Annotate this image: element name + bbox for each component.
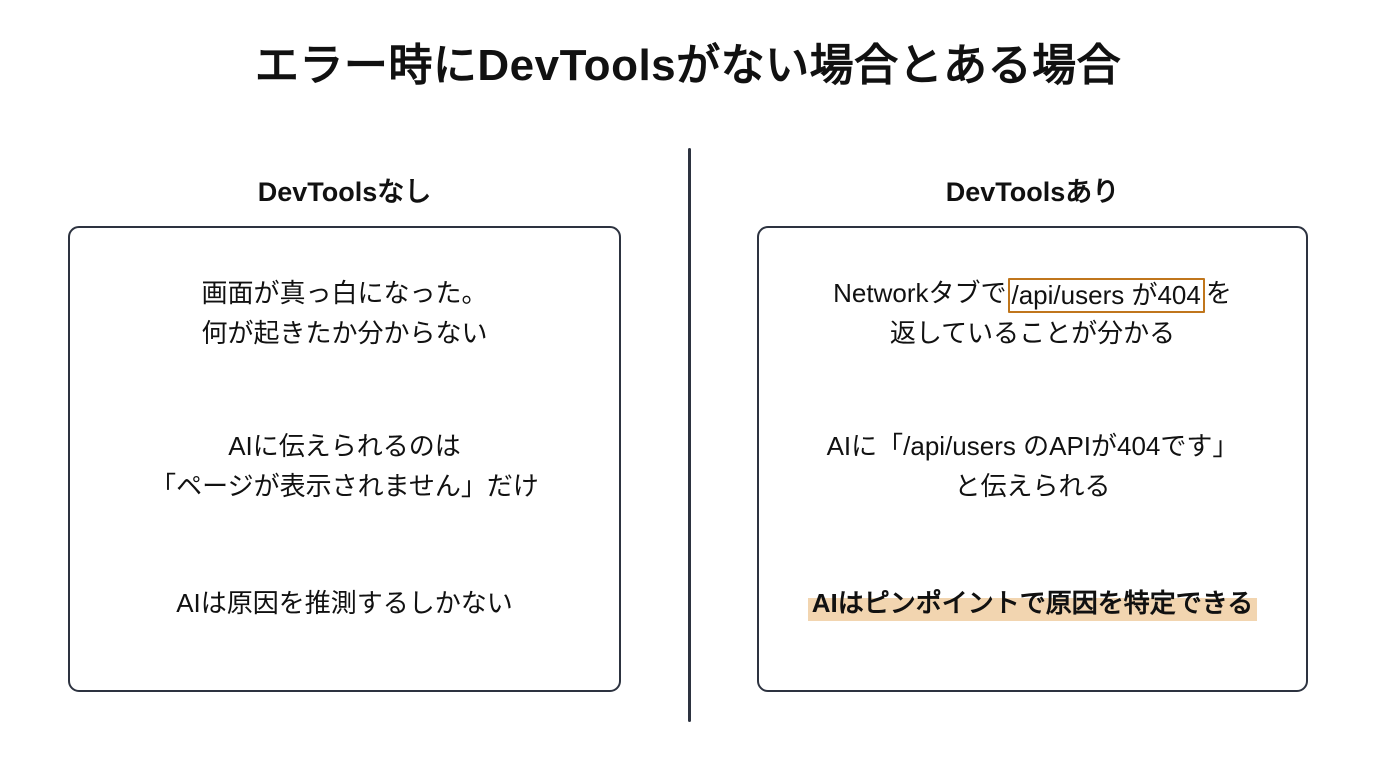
pinpoint-highlight: AIはピンポイントで原因を特定できる xyxy=(807,588,1258,622)
right-block-2: AIに「/api/users のAPIが404です」 と伝えられる xyxy=(759,427,1306,506)
network-tab-text: Networkタブで xyxy=(833,278,1007,308)
left-column-header: DevToolsなし xyxy=(257,177,432,207)
right-block-3: AIはピンポイントで原因を特定できる xyxy=(759,584,1306,624)
left-block-1: 画面が真っ白になった。 何が起きたか分からない xyxy=(70,274,619,353)
left-block-2-line-1: AIに伝えられるのは xyxy=(228,431,461,462)
left-block-2: AIに伝えられるのは 「ページが表示されません」だけ xyxy=(70,427,619,506)
right-block-2-line-2: と伝えられる xyxy=(954,470,1111,501)
left-block-1-line-1: 画面が真っ白になった。 xyxy=(201,278,488,308)
right-block-1-line-2: 返していることが分かる xyxy=(889,317,1176,348)
right-block-3-line-1: AIはピンポイントで原因を特定できる xyxy=(771,584,1294,624)
api-404-callout: /api/users が404 xyxy=(1007,278,1205,314)
left-panel: 画面が真っ白になった。 何が起きたか分からない AIに伝えられるのは 「ページが… xyxy=(68,226,621,692)
right-block-1-line-1-suffix: を xyxy=(1205,278,1232,308)
page-title: エラー時にDevToolsがない場合とある場合 xyxy=(254,41,1122,90)
right-column-header: DevToolsあり xyxy=(945,177,1120,207)
column-divider xyxy=(688,148,691,722)
left-block-3-line-1: AIは原因を推測するしかない xyxy=(176,588,513,619)
left-block-2-line-2: 「ページが表示されません」だけ xyxy=(150,470,539,501)
left-block-3: AIは原因を推測するしかない xyxy=(70,584,619,624)
right-block-2-line-1: AIに「/api/users のAPIが404です」 xyxy=(826,431,1239,462)
left-block-1-line-2: 何が起きたか分からない xyxy=(201,317,488,348)
